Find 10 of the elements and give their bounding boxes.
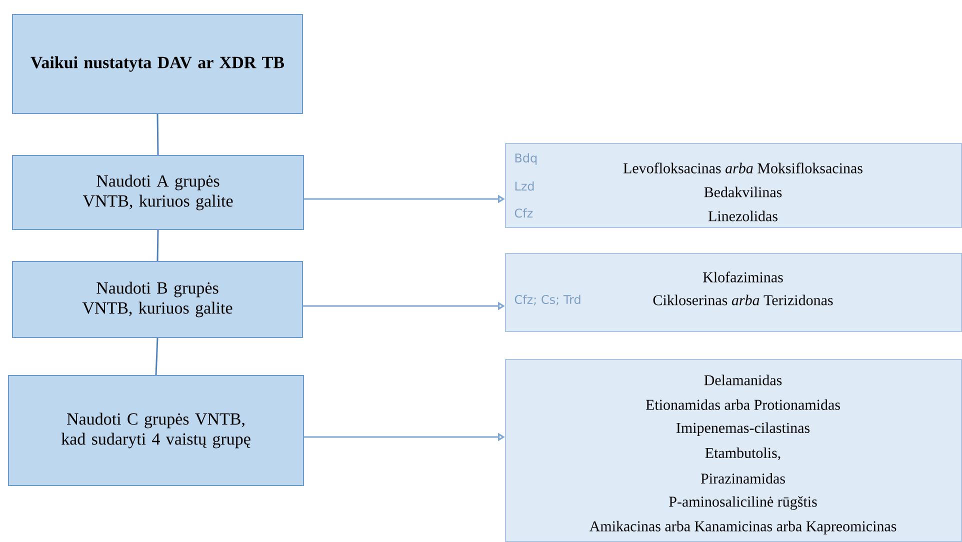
connector-line (156, 230, 159, 262)
connector-line (156, 114, 159, 156)
flow-box: Naudoti C grupės VNTB, kad sudaryti 4 vaistų grupę (8, 375, 304, 486)
flow-box: Naudoti A grupės VNTB, kuriuos galite (12, 155, 304, 230)
flow-box: Bdq Lzd Cfz Levofloksacinas arba Moksifloksacinas Bedakvilinas Linezolidas (505, 143, 962, 228)
connector-line (155, 338, 158, 376)
flow-box: Cfz; Cs; Trd Klofaziminas Cikloserinas arba Terizidonas (505, 253, 962, 332)
flow-box: Delamanidas Etionamidas arba Protionamidas Imipenemas-cilastinas Etambutolis, Pirazinamidas P-aminosalicilinė rūgštis Amikacinas arba Kanamicinas arba Kapreomicinas (505, 359, 962, 542)
flow-box: Naudoti B grupės VNTB, kuriuos galite (12, 261, 303, 338)
flow-box: Vaikui nustatyta DAV ar XDR TB (12, 14, 303, 114)
